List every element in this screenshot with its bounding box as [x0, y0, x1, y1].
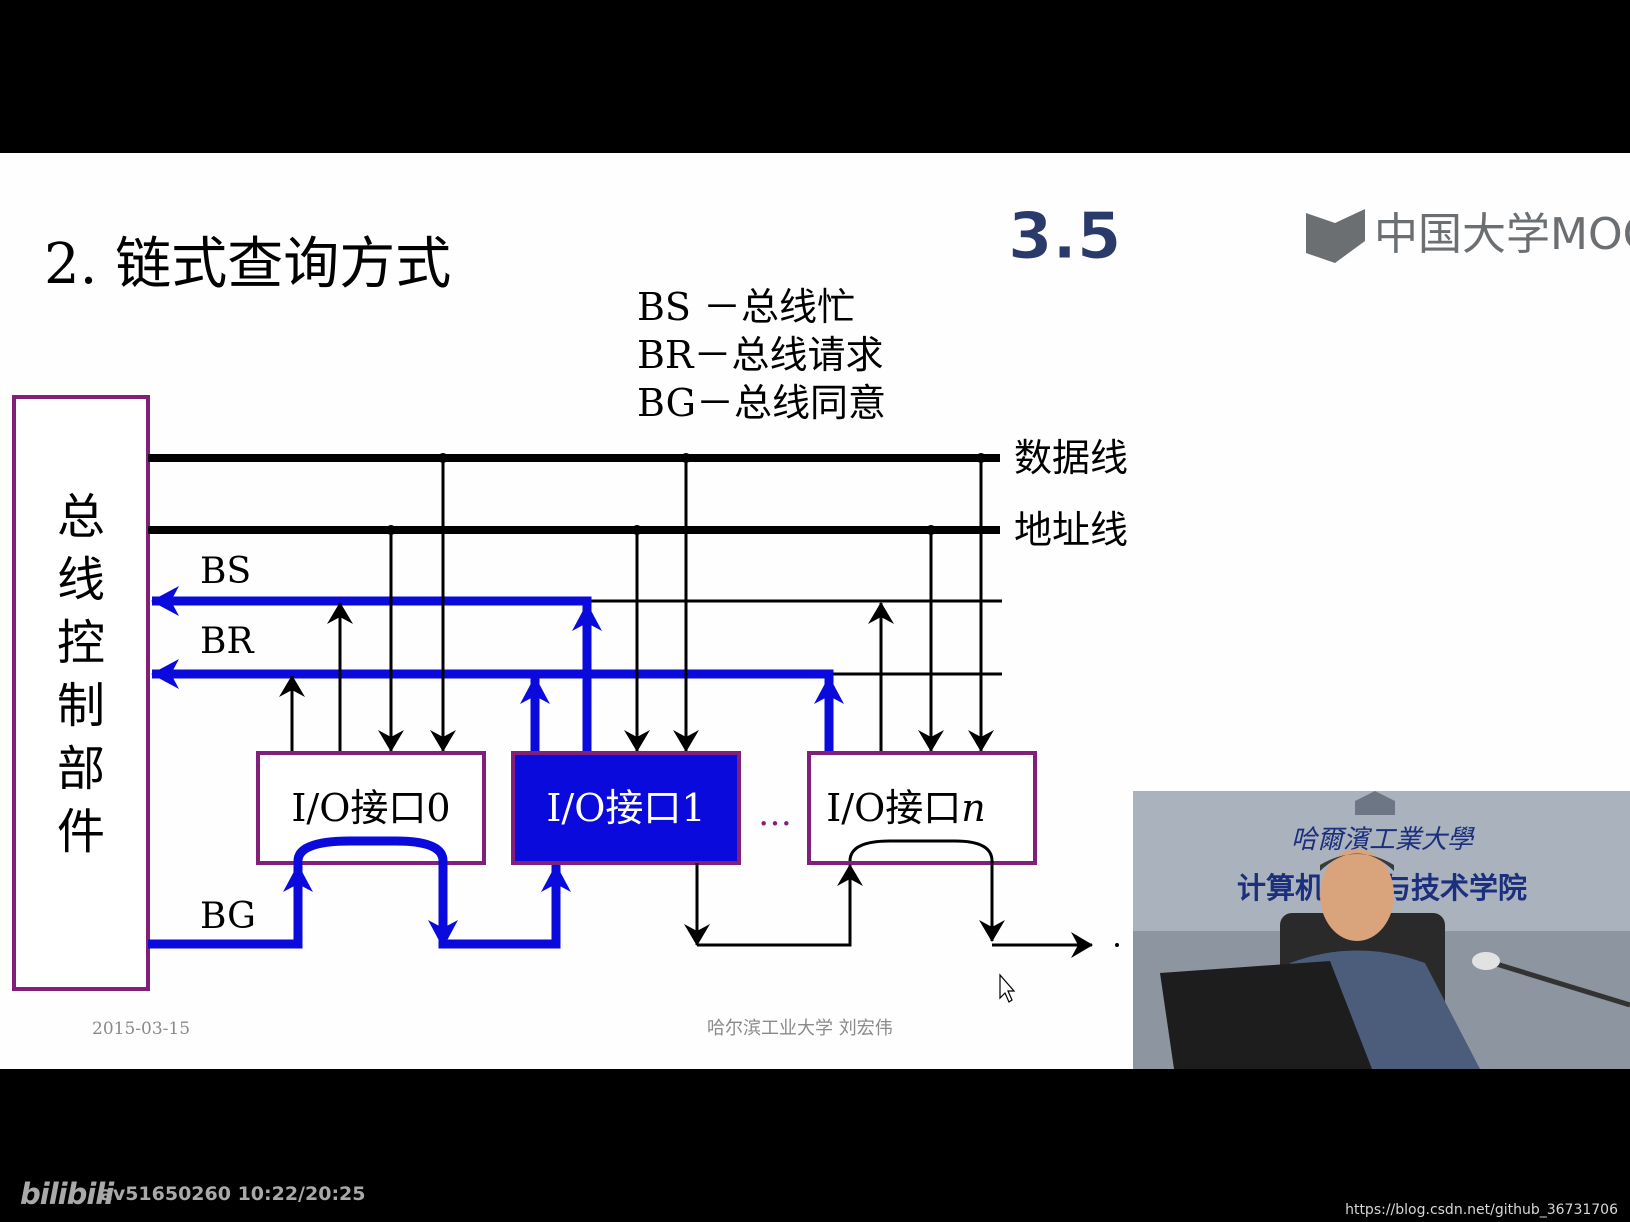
footer-author: 哈尔滨工业大学 刘宏伟: [707, 1018, 893, 1039]
io-interface-n: [807, 751, 1037, 865]
continuation-dot: [1115, 943, 1119, 947]
mooc-logo-text: 中国大学MOOC: [1374, 209, 1630, 260]
footer-date: 2015-03-15: [92, 1019, 190, 1039]
bg-label: BG: [200, 896, 256, 937]
io-interface-1-label: I/O接口1: [546, 786, 705, 830]
br-label: BR: [200, 621, 254, 662]
microphone-icon: [1472, 952, 1500, 970]
legend-bg: BG－总线同意: [637, 381, 886, 425]
controller-char-5: 部: [57, 741, 105, 797]
microphone-stand: [1479, 956, 1630, 1008]
instructor-hair: [1320, 853, 1394, 871]
address-bus-label: 地址线: [1014, 508, 1128, 552]
controller-char-1: 总: [57, 489, 105, 545]
bus-junctions: [386, 453, 986, 535]
lecture-slide: 2. 链式查询方式 3.5 中国大学MOOC BS －总线忙 BR－总线请求 B…: [0, 153, 1630, 1069]
bg-pass-interfacen: [848, 839, 1005, 942]
video-banner-school: 哈爾濱工業大學: [1291, 825, 1475, 855]
bg-into-interfacen: [697, 864, 863, 947]
laptop: [1160, 961, 1372, 1069]
mooc-book-icon: [1306, 209, 1365, 263]
bilibili-logo: bilibili: [20, 1177, 114, 1211]
signal-arrows: [279, 458, 994, 753]
instructor-head: [1320, 849, 1394, 941]
io-interface-0-label: I/O接口0: [291, 786, 450, 830]
bg-chain-active: [148, 836, 571, 949]
section-number: 3.5: [1008, 200, 1121, 274]
legend-br: BR－总线请求: [637, 333, 884, 377]
school-emblem-icon: [1355, 791, 1395, 815]
controller-char-2: 线: [57, 552, 105, 608]
bus-controller-box: [12, 395, 150, 991]
io-interface-n-label: I/O接口n: [826, 786, 985, 830]
csdn-watermark: https://blog.csdn.net/github_36731706: [1345, 1202, 1618, 1218]
slide-title: 2. 链式查询方式: [44, 232, 451, 297]
mouse-cursor-icon: [999, 973, 1016, 1003]
legend-bs: BS －总线忙: [637, 285, 855, 329]
controller-char-3: 控: [57, 615, 105, 671]
io-interface-1: [511, 751, 741, 865]
br-active-path: [151, 659, 834, 753]
controller-char-6: 件: [57, 804, 105, 860]
data-bus-label: 数据线: [1014, 436, 1128, 480]
video-meta: av51650260 10:22/20:25: [100, 1183, 366, 1205]
instructor-video: 哈爾濱工業大學 计算机科学与技术学院: [1133, 791, 1630, 1069]
interface-ellipsis: …: [758, 794, 794, 834]
bus-arbitration-diagram: 2. 链式查询方式 3.5 中国大学MOOC BS －总线忙 BR－总线请求 B…: [12, 200, 1630, 1069]
controller-char-4: 制: [57, 678, 105, 734]
mooc-logo: 中国大学MOOC: [1306, 209, 1630, 263]
bs-label: BS: [200, 551, 251, 592]
